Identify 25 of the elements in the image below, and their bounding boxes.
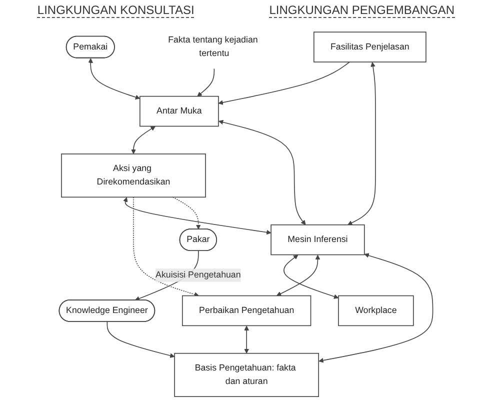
section-heading: LINGKUNGAN PENGEMBANGAN xyxy=(269,3,455,18)
arrow xyxy=(131,126,156,154)
arrow xyxy=(276,254,320,296)
node-box: Workplace xyxy=(338,295,414,326)
section-heading: LINGKUNGAN KONSULTASI xyxy=(37,3,194,18)
arrow xyxy=(106,321,175,358)
arrow xyxy=(197,68,215,97)
node-box: Mesin Inferensi xyxy=(270,224,365,256)
arrow xyxy=(244,326,250,354)
arrow xyxy=(133,196,200,297)
node-box: Perbaikan Pengetahuan xyxy=(182,295,312,326)
arrow xyxy=(172,196,201,230)
arrow xyxy=(218,120,306,226)
node-box: Aksi yang Direkomendasikan xyxy=(61,154,206,198)
arrow xyxy=(318,253,434,363)
node-text: Fakta tentang kejadian tertentu xyxy=(168,35,258,58)
edge-label: Akuisisi Pengetahuan xyxy=(156,270,241,280)
arrow xyxy=(218,62,350,105)
node-box: Basis Pengetahuan: fakta dan aturan xyxy=(174,352,320,397)
arrow xyxy=(88,58,140,100)
node-box: Antar Muka xyxy=(140,96,219,127)
node-box: Fasilitas Penjelasan xyxy=(313,32,426,62)
arrow xyxy=(284,254,339,299)
arrow xyxy=(347,62,376,226)
arrow xyxy=(123,197,272,235)
